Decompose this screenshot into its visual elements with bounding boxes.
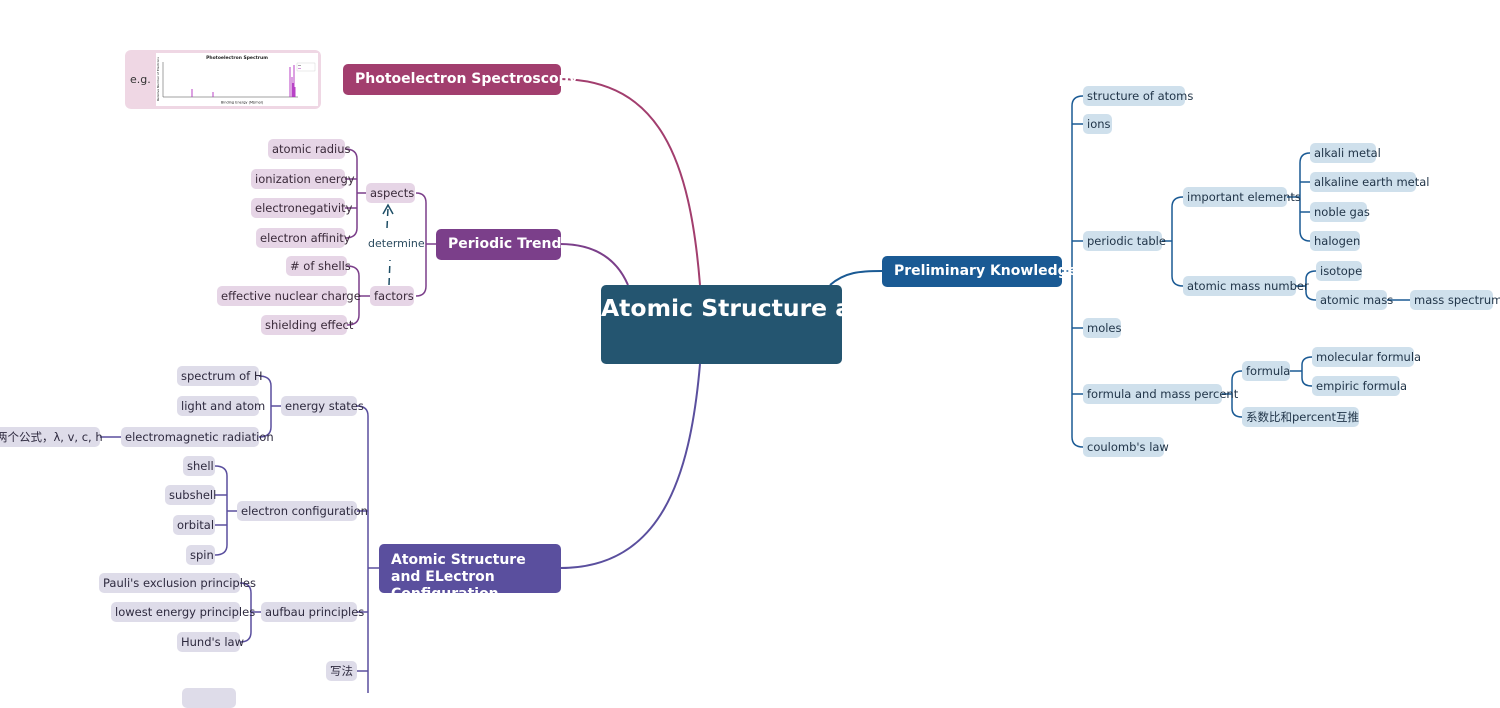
aspects-node[interactable]: aspects xyxy=(366,183,415,203)
two-formulas-node[interactable]: 两个公式，λ, v, c, h xyxy=(0,427,103,447)
determine-relation-label: determine xyxy=(366,237,425,251)
ions-node[interactable]: ions xyxy=(1083,114,1112,134)
aspect-electron-affinity[interactable]: electron affinity xyxy=(256,228,351,248)
branch-label: Preliminary Knowledge xyxy=(894,263,1078,279)
isotope-node[interactable]: isotope xyxy=(1316,261,1362,281)
light-and-atom-node[interactable]: light and atom xyxy=(177,396,265,416)
spectrum-of-h-node[interactable]: spectrum of H xyxy=(177,366,262,386)
factor-number-of-shells[interactable]: # of shells xyxy=(286,256,351,276)
spin-node[interactable]: spin xyxy=(186,545,215,565)
coulombs-law-node[interactable]: coulomb's law xyxy=(1083,437,1169,457)
aspect-ionization-energy[interactable]: ionization energy xyxy=(251,169,355,189)
writing-node[interactable]: 写法 xyxy=(326,661,357,681)
atomic-mass-node[interactable]: atomic mass xyxy=(1316,290,1393,310)
element-noble-gas[interactable]: noble gas xyxy=(1310,202,1370,222)
mind-map-connectors xyxy=(100,78,1410,693)
central-topic-label: Atomic Structure and Properties xyxy=(601,294,1032,322)
branch-preliminary-knowledge[interactable]: Preliminary Knowledge xyxy=(882,256,1077,287)
empiric-formula-node[interactable]: empiric formula xyxy=(1312,376,1407,396)
molecular-formula-node[interactable]: molecular formula xyxy=(1312,347,1421,367)
branch-periodic-trend[interactable]: Periodic Trend xyxy=(436,229,561,260)
formula-node[interactable]: formula xyxy=(1242,361,1290,381)
energy-states-node[interactable]: energy states xyxy=(281,396,364,416)
paulis-exclusion-node[interactable]: Pauli's exclusion principles xyxy=(99,573,256,593)
pes-thumb-xlabel: Binding Energy (MJ/mol) xyxy=(221,101,264,105)
shell-node[interactable]: shell xyxy=(183,456,215,476)
aufbau-principles-node[interactable]: aufbau principles xyxy=(261,602,364,622)
subshell-node[interactable]: subshell xyxy=(165,485,216,505)
branch-photoelectron-spectroscopy[interactable]: Photoelectron Spectroscopy xyxy=(343,64,578,95)
formula-and-mass-percent-node[interactable]: formula and mass percent xyxy=(1083,384,1238,404)
electron-configuration-node[interactable]: electron configuration xyxy=(237,501,368,521)
electromagnetic-radiation-node[interactable]: electromagnetic radiation xyxy=(121,427,274,447)
element-alkali-metal[interactable]: alkali metal xyxy=(1310,143,1381,163)
branch-atomic-structure-electron-configuration[interactable]: Atomic Structure and ELectron Configurat… xyxy=(379,544,561,602)
orbital-node[interactable]: orbital xyxy=(173,515,215,535)
element-halogen[interactable]: halogen xyxy=(1310,231,1360,251)
factor-shielding-effect[interactable]: shielding effect xyxy=(261,315,353,335)
central-topic[interactable]: Atomic Structure and Properties xyxy=(601,285,1031,364)
branch-label: Atomic Structure and ELectron Configurat… xyxy=(391,552,526,602)
partial-node[interactable] xyxy=(182,688,236,708)
lowest-energy-node[interactable]: lowest energy principles xyxy=(111,602,255,622)
pes-thumb-ylabel: Relative Number of Electrons xyxy=(156,57,160,101)
atomic-mass-number-node[interactable]: atomic mass number xyxy=(1183,276,1309,296)
moles-node[interactable]: moles xyxy=(1083,318,1122,338)
aspect-atomic-radius[interactable]: atomic radius xyxy=(268,139,351,159)
structure-of-atoms-node[interactable]: structure of atoms xyxy=(1083,86,1193,106)
hunds-law-node[interactable]: Hund's law xyxy=(177,632,244,652)
factors-node[interactable]: factors xyxy=(370,286,414,306)
element-alkaline-earth-metal[interactable]: alkaline earth metal xyxy=(1310,172,1430,192)
branch-label: Periodic Trend xyxy=(448,236,562,252)
pes-eg-label: e.g. xyxy=(130,73,151,86)
pes-spectrum-thumbnail: Photoelectron Spectrum Binding Energy (M… xyxy=(156,53,318,106)
pes-thumb-title: Photoelectron Spectrum xyxy=(206,55,268,61)
periodic-table-node[interactable]: periodic table xyxy=(1083,231,1166,251)
mass-spectrum-node[interactable]: mass spectrum xyxy=(1410,290,1500,310)
ratio-percent-node[interactable]: 系数比和percent互推 xyxy=(1242,407,1359,427)
aspect-electronegativity[interactable]: electronegativity xyxy=(251,198,352,218)
branch-label: Photoelectron Spectroscopy xyxy=(355,71,578,87)
factor-effective-nuclear-charge[interactable]: effective nuclear charge xyxy=(217,286,361,306)
important-elements-node[interactable]: important elements xyxy=(1183,187,1301,207)
